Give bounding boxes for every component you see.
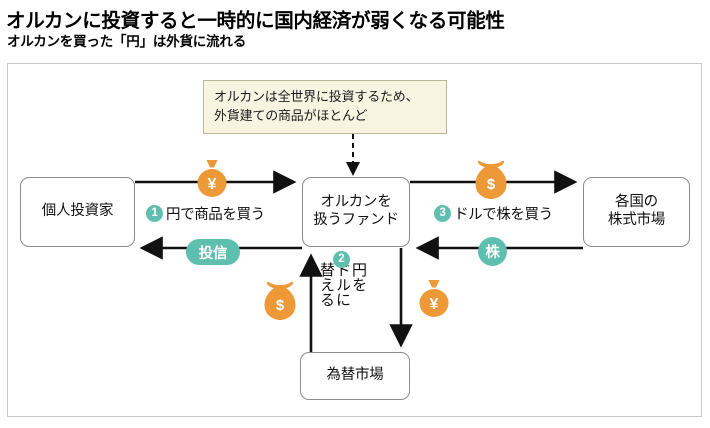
flow-label-step2: 2 円を ドルに 替える bbox=[296, 251, 367, 357]
badge-kabu: 株 bbox=[478, 237, 507, 266]
step-number-2: 2 bbox=[333, 251, 350, 268]
svg-text:¥: ¥ bbox=[208, 176, 217, 193]
svg-text:$: $ bbox=[487, 176, 496, 193]
badge-toushin: 投信 bbox=[186, 239, 240, 265]
step-number-1: 1 bbox=[146, 205, 163, 222]
money-bag-dollar-icon: $ bbox=[475, 160, 507, 199]
money-bag-yen-icon-bottom: ¥ bbox=[419, 280, 449, 317]
step2-col-1: 円を bbox=[350, 262, 367, 292]
money-bag-yen-icon: ¥ bbox=[197, 160, 227, 197]
node-individual-investor[interactable]: 個人投資家 bbox=[20, 177, 135, 247]
step3-text: ドルで株を買う bbox=[454, 207, 553, 223]
badge-toushin-label: 投信 bbox=[198, 245, 228, 262]
node-fx-label: 為替市場 bbox=[326, 367, 384, 384]
page-subtitle: オルカンを買った「円」は外貨に流れる bbox=[7, 34, 246, 49]
step2-col-2: ドルに bbox=[334, 262, 351, 307]
svg-text:$: $ bbox=[276, 297, 285, 314]
node-market-label-line2: 株式市場 bbox=[607, 212, 666, 228]
badge-kabu-label: 株 bbox=[485, 245, 500, 261]
flow-label-step3: 3 ドルで株を買う bbox=[432, 203, 555, 224]
step1-text: 円で商品を買う bbox=[166, 207, 265, 223]
callout-line-1: オルカンは全世界に投資するため、 bbox=[214, 89, 419, 104]
node-global-stock-markets[interactable]: 各国の 株式市場 bbox=[583, 177, 690, 247]
node-orukan-fund[interactable]: オルカンを 扱うファンド bbox=[302, 177, 410, 247]
callout-line-2: 外貨建ての商品がほとんど bbox=[214, 107, 368, 123]
node-fund-label-line2: 扱うファンド bbox=[313, 212, 399, 228]
node-fund-label-line1: オルカンを bbox=[320, 194, 392, 211]
svg-text:¥: ¥ bbox=[430, 296, 439, 313]
callout-box: オルカンは全世界に投資するため、 外貨建ての商品がほとんど bbox=[203, 80, 447, 134]
node-fx-market[interactable]: 為替市場 bbox=[300, 352, 410, 400]
step2-col-3: 替える bbox=[318, 262, 335, 307]
node-investor-label: 個人投資家 bbox=[41, 203, 114, 220]
step-number-3: 3 bbox=[434, 205, 451, 222]
money-bag-dollar-icon-bottom: $ bbox=[264, 281, 296, 320]
page-title: オルカンに投資すると一時的に国内経済が弱くなる可能性 bbox=[6, 10, 505, 32]
node-market-label-line1: 各国の bbox=[615, 194, 658, 211]
flow-label-step1: 1 円で商品を買う bbox=[144, 203, 267, 224]
